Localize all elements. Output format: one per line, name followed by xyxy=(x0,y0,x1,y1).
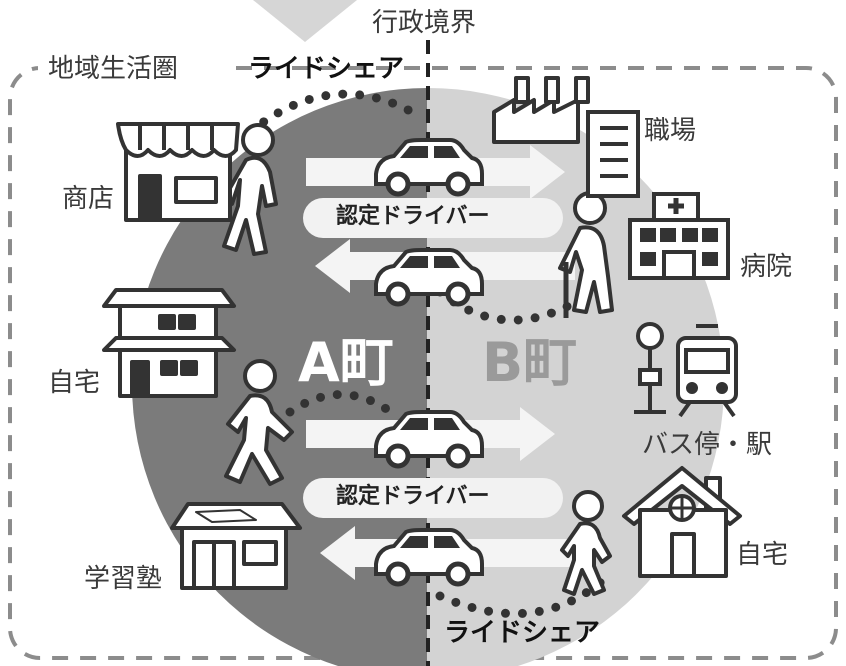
walker-icon xyxy=(560,490,612,596)
train-icon xyxy=(676,324,738,418)
juku-label: 学習塾 xyxy=(84,564,163,594)
shop-label: 商店 xyxy=(62,184,115,214)
driver-label-bottom: 認定ドライバー xyxy=(336,484,490,509)
driver-pill-bottom xyxy=(303,478,563,518)
church-house-icon xyxy=(622,466,742,578)
driver-pill-top xyxy=(303,198,563,238)
walker-icon xyxy=(220,123,278,256)
hospital-icon xyxy=(628,192,730,280)
workplace-label: 職場 xyxy=(644,116,697,146)
town-b-label: B町 xyxy=(482,331,578,394)
factory-icon xyxy=(492,76,590,144)
station-label: バス停・駅 xyxy=(642,430,773,460)
elder-icon xyxy=(558,191,614,318)
rideshare-path-left xyxy=(285,390,393,417)
life-zone-label: 地域生活圏 xyxy=(48,54,179,84)
pointer-triangle-icon xyxy=(253,0,357,42)
walker-icon xyxy=(224,359,294,486)
home-a-label: 自宅 xyxy=(48,368,101,398)
rideshare-label-bottom: ライドシェア xyxy=(444,618,601,648)
rideshare-label-top: ライドシェア xyxy=(248,54,405,84)
car-icon xyxy=(374,138,484,587)
rideshare-path-top xyxy=(245,89,417,137)
house-icon xyxy=(102,288,236,398)
driver-label-top: 認定ドライバー xyxy=(336,204,490,229)
office-icon xyxy=(586,110,640,198)
hospital-label: 病院 xyxy=(740,252,793,282)
bus-stop-icon xyxy=(634,322,666,414)
boundary-label: 行政境界 xyxy=(372,8,477,38)
town-a-label: A町 xyxy=(298,331,394,394)
school-icon xyxy=(170,502,302,590)
home-b-label: 自宅 xyxy=(736,540,789,570)
shop-icon xyxy=(116,122,240,222)
